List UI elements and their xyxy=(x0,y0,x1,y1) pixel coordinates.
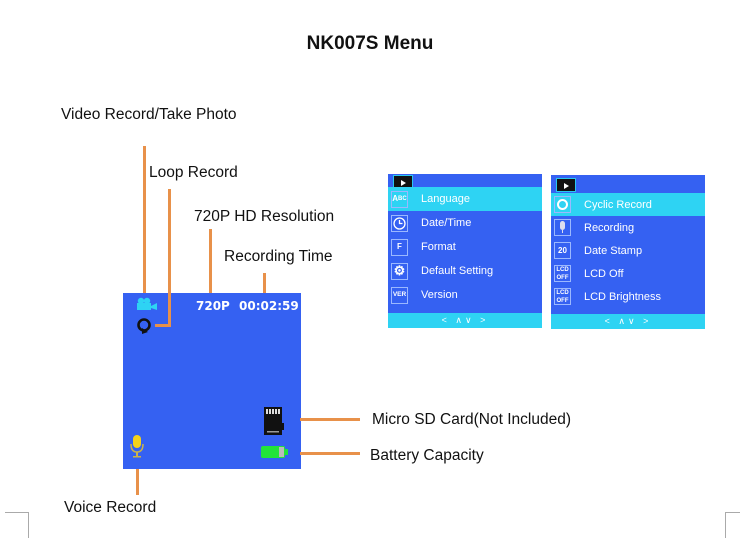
calendar-icon: 20 xyxy=(554,242,571,259)
sd-card-icon xyxy=(264,407,284,435)
resolution-readout: 720P xyxy=(196,299,230,313)
menu-item-label: Date/Time xyxy=(421,217,472,229)
camera-screen: 720P 00:02:59 xyxy=(123,293,301,469)
menu-item-format[interactable]: F Format xyxy=(388,235,542,259)
menu-item-date-time[interactable]: Date/Time xyxy=(388,211,542,235)
menu-header xyxy=(388,174,542,189)
callout-line-loop xyxy=(168,189,171,326)
menu-item-version[interactable]: VER Version xyxy=(388,283,542,307)
menu-item-label: Cyclic Record xyxy=(584,198,652,211)
crop-mark-left xyxy=(5,512,29,538)
callout-line-resolution xyxy=(209,229,212,293)
menu-item-cyclic-record[interactable]: Cyclic Record xyxy=(551,193,705,216)
menu-item-label: LCD Off xyxy=(584,267,624,280)
menu-item-label: Version xyxy=(421,289,458,301)
callout-line-sd xyxy=(300,418,360,421)
video-camera-icon xyxy=(137,297,157,310)
label-loop-record: Loop Record xyxy=(149,164,238,181)
menu-item-label: Format xyxy=(421,241,456,253)
menu-nav-footer[interactable]: < ∧∨ > xyxy=(551,314,705,329)
label-recording-time: Recording Time xyxy=(224,248,333,265)
menu-nav-footer[interactable]: < ∧∨ > xyxy=(388,313,542,328)
label-sd-card: Micro SD Card(Not Included) xyxy=(372,411,571,428)
version-icon: VER xyxy=(391,286,408,304)
microphone-icon xyxy=(130,435,144,458)
menu-item-default-setting[interactable]: ⚙ Default Setting xyxy=(388,259,542,283)
label-resolution: 720P HD Resolution xyxy=(194,208,335,225)
microphone-icon xyxy=(554,219,571,236)
menu-header xyxy=(551,175,705,193)
label-video-record: Video Record/Take Photo xyxy=(61,106,237,123)
label-voice-record: Voice Record xyxy=(64,499,157,516)
label-battery: Battery Capacity xyxy=(370,447,484,464)
menu-item-label: Date Stamp xyxy=(584,244,643,257)
menu-item-label: Default Setting xyxy=(421,265,494,277)
recording-time-readout: 00:02:59 xyxy=(239,299,299,313)
gear-icon: ⚙ xyxy=(391,262,408,280)
clock-icon xyxy=(391,214,408,232)
record-menu-panel: Cyclic Record Recording 20 Date Stamp LC… xyxy=(551,175,705,329)
loop-icon xyxy=(137,318,151,334)
menu-item-label: LCD Brightness xyxy=(584,290,662,303)
loop-icon xyxy=(554,196,571,213)
menu-item-recording[interactable]: Recording xyxy=(551,216,705,239)
format-icon: F xyxy=(391,238,408,256)
callout-line-voice xyxy=(136,469,139,495)
video-mode-icon xyxy=(556,178,576,192)
menu-item-label: Recording xyxy=(584,221,635,234)
callout-line-battery xyxy=(300,452,360,455)
menu-item-date-stamp[interactable]: 20 Date Stamp xyxy=(551,239,705,262)
battery-icon xyxy=(261,446,288,458)
crop-mark-right xyxy=(725,512,740,538)
callout-line-video xyxy=(143,146,146,293)
page-title: NK007S Menu xyxy=(306,33,434,54)
menu-item-label: Language xyxy=(421,193,470,205)
callout-line-loop-h xyxy=(155,324,171,327)
callout-line-time xyxy=(263,273,266,293)
